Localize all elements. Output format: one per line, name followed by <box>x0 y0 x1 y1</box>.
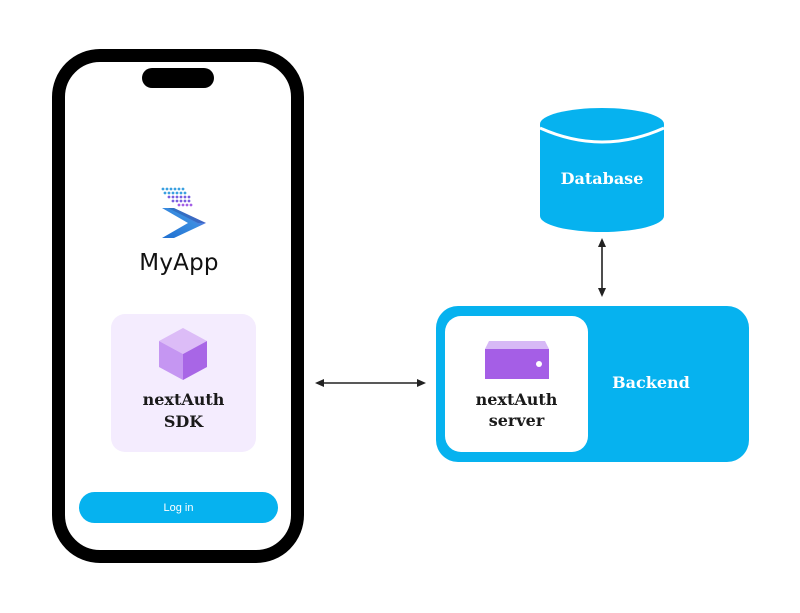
app-name: MyApp <box>139 250 219 276</box>
backend-label: Backend <box>612 373 690 392</box>
database-icon <box>540 108 664 232</box>
sdk-label-line2: SDK <box>163 412 204 431</box>
database-label: Database <box>560 169 644 188</box>
server-label: nextAuth server <box>445 389 588 431</box>
phone-notch <box>142 68 214 88</box>
cube-icon <box>159 328 207 380</box>
server-card <box>445 316 588 452</box>
sdk-label: nextAuth SDK <box>111 389 256 433</box>
sdk-label-line1: nextAuth <box>142 390 225 409</box>
server-icon <box>485 341 549 379</box>
server-label-line2: server <box>488 411 545 430</box>
phone-frame <box>52 49 304 563</box>
myapp-logo-icon <box>161 187 206 238</box>
login-button[interactable]: Log in <box>79 492 278 523</box>
server-label-line1: nextAuth <box>475 390 558 409</box>
